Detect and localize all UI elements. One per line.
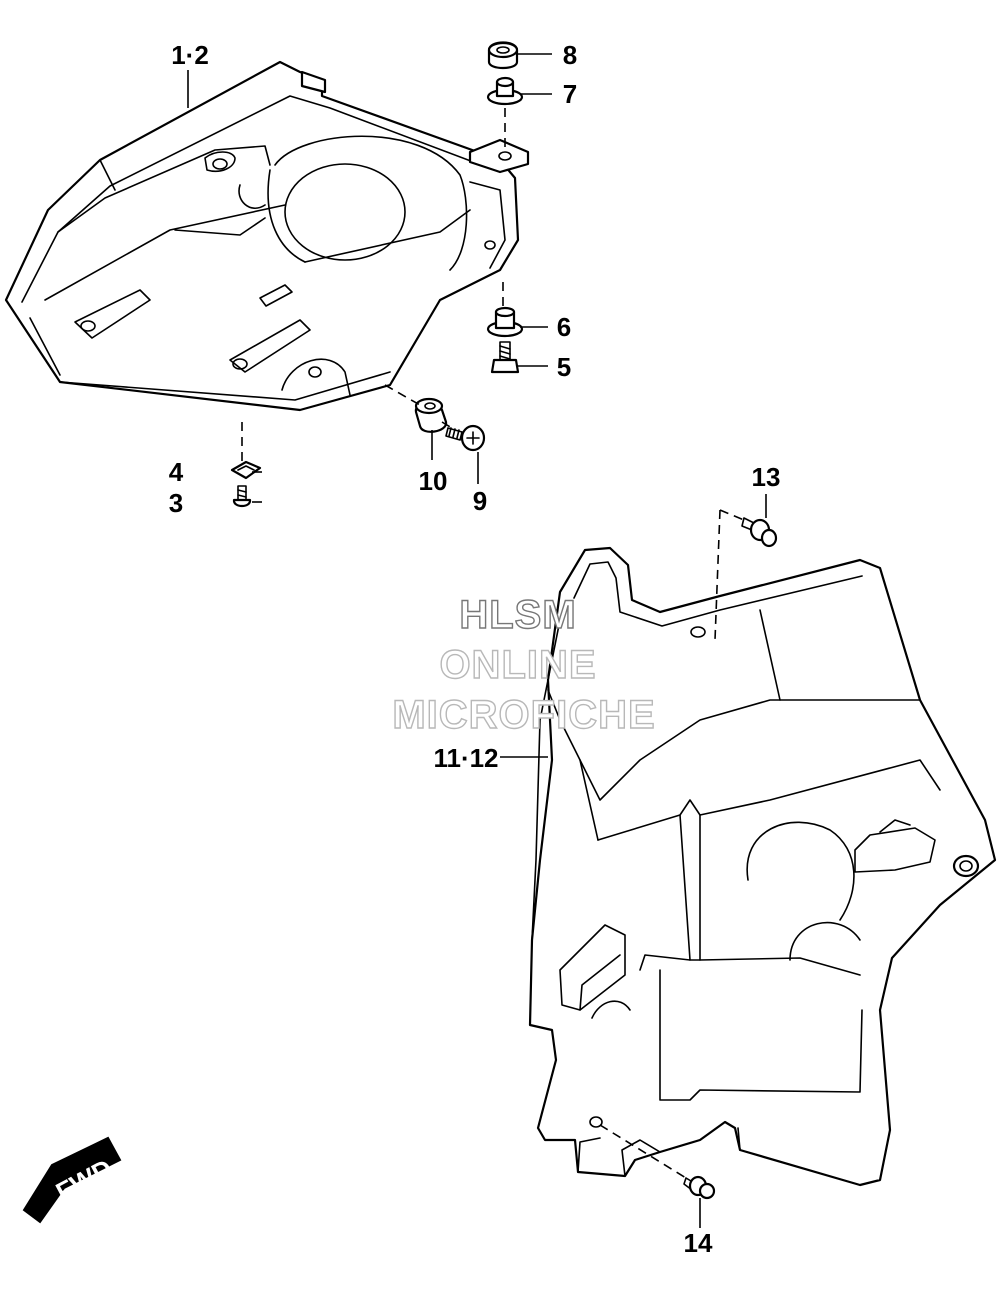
clip-part-14 xyxy=(683,1175,716,1200)
callout-8: 8 xyxy=(563,40,577,70)
bolt-part-5 xyxy=(490,341,520,374)
watermark-line-1: HLSM xyxy=(459,593,576,637)
collar-part-6 xyxy=(486,306,524,338)
callout-7: 7 xyxy=(563,79,577,109)
callout-14: 14 xyxy=(684,1228,713,1258)
callout-5: 5 xyxy=(557,352,571,382)
watermark-line-3: MICROFICHE xyxy=(392,693,655,737)
forward-arrow-icon xyxy=(22,1136,122,1224)
screw-part-3 xyxy=(232,485,252,508)
callout-3: 3 xyxy=(169,488,183,518)
callout-10: 10 xyxy=(419,466,448,496)
grommet-part-8 xyxy=(487,41,519,70)
inner-fender-part xyxy=(528,546,997,1187)
callout-1-2: 1·2 xyxy=(171,40,209,70)
callout-4: 4 xyxy=(169,457,184,487)
collar-part-7 xyxy=(486,76,524,106)
callout-13: 13 xyxy=(752,462,781,492)
leader-lines xyxy=(187,53,767,1228)
speed-nut-part-4 xyxy=(230,460,262,480)
clip-part-13 xyxy=(741,517,778,548)
callout-6: 6 xyxy=(557,312,571,342)
grommet-part-10 xyxy=(414,397,448,433)
forward-direction-badge: FWD xyxy=(22,1136,122,1224)
screw-part-9 xyxy=(445,424,486,452)
callout-11-12: 11·12 xyxy=(433,743,498,773)
upper-cover-part xyxy=(4,60,530,412)
callout-labels: 1·2 8 7 6 5 4 3 10 9 13 11·12 14 xyxy=(169,40,781,1258)
watermark: HLSM ONLINE MICROFICHE xyxy=(392,592,656,737)
watermark-line-2: ONLINE xyxy=(439,643,596,687)
callout-9: 9 xyxy=(473,486,487,516)
